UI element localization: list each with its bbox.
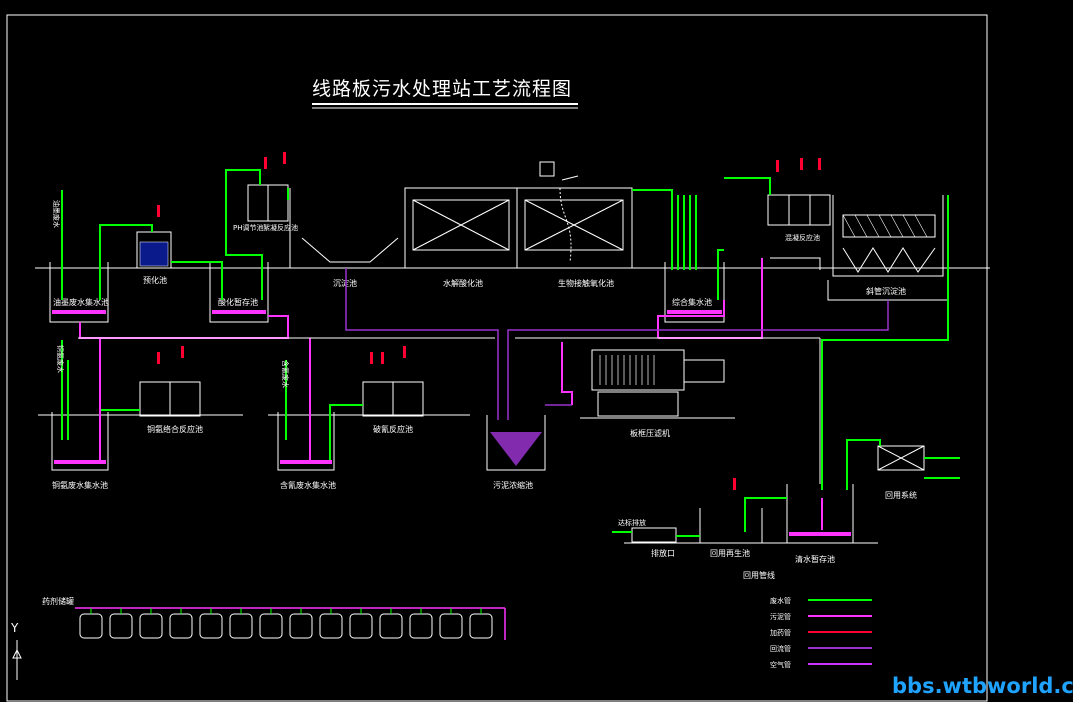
tank-oily-ph: 预化池: [136, 231, 172, 285]
tank-clean-label: 清水暂存池: [795, 554, 835, 564]
storage-tank: [79, 608, 103, 639]
filter-press-label: 板框压滤机: [630, 428, 670, 438]
pipes-white: [78, 257, 821, 484]
storage-row: 药剂储罐: [42, 596, 506, 640]
tank-acid-store-label: 酸化暂存池: [218, 297, 258, 307]
drawing-frame: [6, 14, 988, 702]
tank-hydrolysis-label: 水解酸化池: [443, 278, 483, 288]
tank-incline: 斜管沉淀池: [827, 195, 949, 301]
tank-cn-collect-label: 含氰废水集水池: [280, 480, 336, 490]
tank-cu-react-label: 铜氨络合反应池: [147, 424, 203, 434]
tank-cn-collect: 含氰废水集水池: [277, 412, 336, 490]
side-label-cn: 含氰废水: [281, 360, 290, 388]
tank-cu-react: 铜氨络合反应池: [139, 381, 203, 434]
storage-tank: [259, 608, 283, 639]
tank-oily-collect-label: 油墨废水集水池: [53, 297, 109, 307]
tank-clean: 清水暂存池: [786, 484, 854, 564]
tank-discharge: 排放口 达标排放: [618, 518, 677, 558]
storage-row-caption: 药剂储罐: [42, 596, 74, 606]
storage-tank: [199, 608, 223, 639]
tank-oily-ph-label: 预化池: [143, 275, 167, 285]
storage-tank: [289, 608, 313, 639]
blower-icon: [539, 161, 579, 263]
reuse-system-box: 回用系统: [877, 445, 925, 500]
storage-tank: [169, 608, 193, 639]
pipes-purple: [345, 268, 889, 420]
ucs-icon: Y: [10, 621, 22, 680]
reuse-system-label: 回用系统: [885, 490, 917, 500]
storage-tank: [409, 608, 433, 639]
tank-ph-react: PH调节池 絮凝反应池: [233, 184, 298, 232]
tank-cn-react: 破氰反应池: [362, 381, 424, 434]
storage-tank: [109, 608, 133, 639]
tank-mix-collect-label: 综合集水池: [672, 297, 712, 307]
tank-bio-label: 生物接触氧化池: [558, 278, 614, 288]
dosing-markers: [157, 152, 821, 490]
tank-cu-collect-label: 铜氨废水集水池: [52, 480, 108, 490]
storage-tank: [319, 608, 343, 639]
tank-settle-label: 沉淀池: [333, 278, 357, 288]
tank-settle: 沉淀池: [289, 188, 406, 288]
legend-label: 回流管: [770, 644, 791, 653]
storage-tank: [439, 608, 463, 639]
page-title: 线路板污水处理站工艺流程图: [312, 78, 573, 100]
legend-label: 空气管: [770, 660, 791, 669]
tank-bio: 生物接触氧化池: [516, 187, 633, 288]
legend-label: 污泥管: [770, 612, 791, 621]
tank-coag-label: 混凝反应池: [785, 233, 820, 242]
side-label-cu: 铜氨废水: [56, 345, 65, 373]
footer-note: 回用管线: [743, 570, 775, 580]
storage-tank: [229, 608, 253, 639]
tank-reuse-label: 回用再生池: [710, 548, 750, 558]
legend-label: 废水管: [770, 596, 791, 605]
tank-acid-store: 酸化暂存池: [209, 262, 269, 323]
watermark: bbs.wtbworld.com: [892, 674, 1073, 698]
legend-label: 加药管: [770, 628, 791, 637]
pipes-green: [61, 169, 960, 537]
tank-cn-react-label: 破氰反应池: [373, 424, 413, 434]
standard-discharge-label: 达标排放: [618, 518, 646, 527]
storage-tank: [349, 608, 373, 639]
svg-text:Y: Y: [10, 621, 19, 635]
tank-mix-collect: 综合集水池: [664, 262, 725, 323]
tank-cu-collect: 铜氨废水集水池: [51, 412, 109, 490]
storage-tank: [139, 608, 163, 639]
tank-ph-react-label: PH调节池: [233, 223, 264, 232]
tank-flocc-label: 絮凝反应池: [263, 223, 298, 232]
tank-incline-label: 斜管沉淀池: [866, 286, 906, 296]
tank-reuse: 回用再生池: [699, 508, 763, 558]
side-label-oily: 油墨废水: [52, 200, 61, 228]
tank-sludge: 污泥浓缩池: [486, 415, 546, 490]
tank-hydrolysis: 水解酸化池: [404, 187, 518, 288]
tank-discharge-label: 排放口: [651, 548, 675, 558]
storage-tank: [469, 608, 493, 639]
tank-sludge-label: 污泥浓缩池: [493, 480, 533, 490]
tank-coag: 混凝反应池: [767, 194, 831, 242]
filter-press: 板框压滤机: [580, 349, 735, 438]
storage-tank: [379, 608, 403, 639]
